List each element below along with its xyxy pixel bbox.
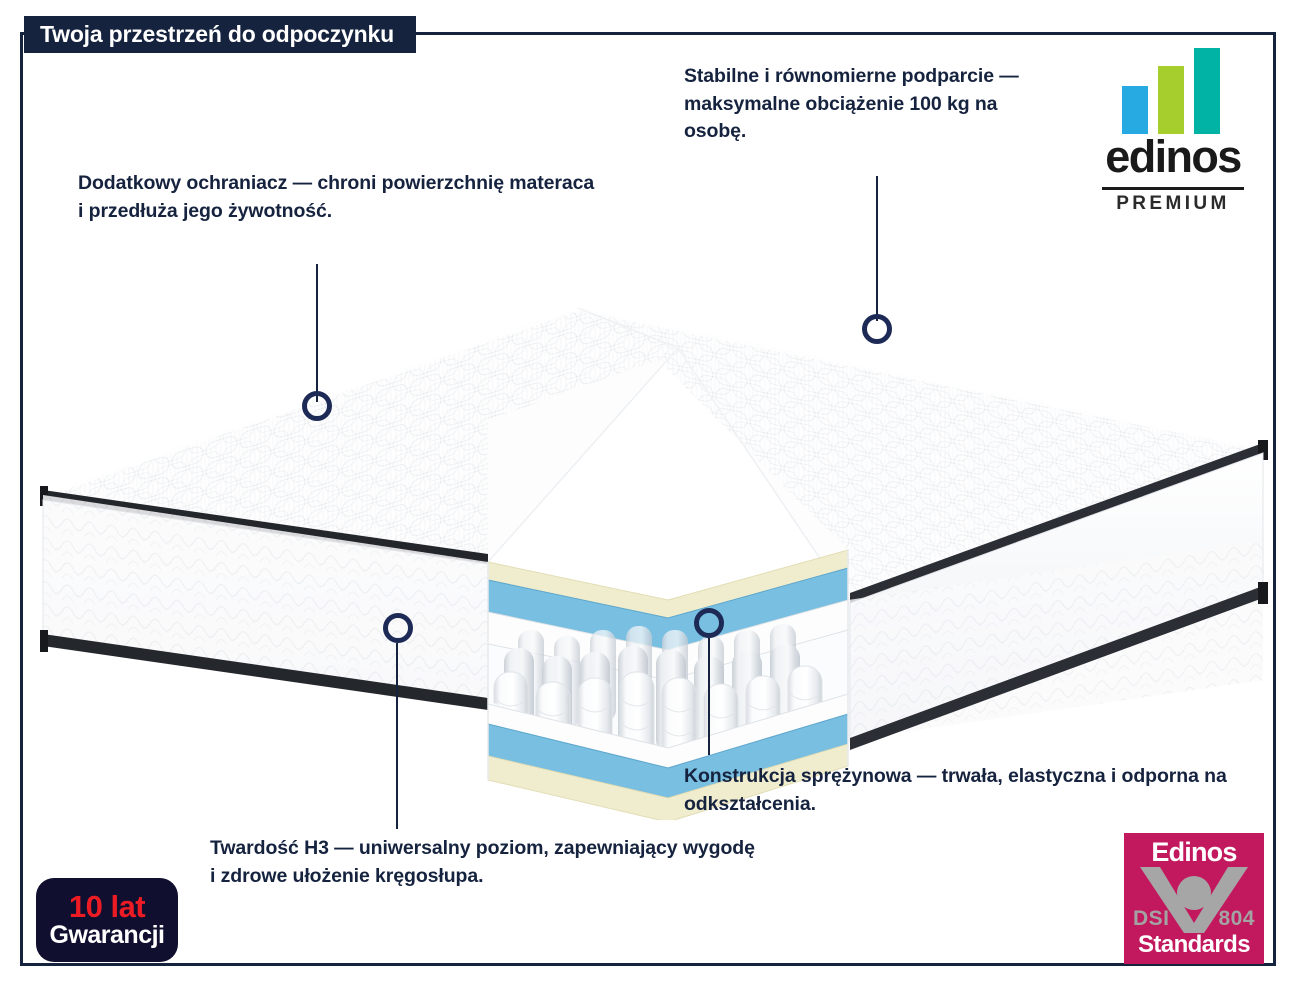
callout-marker-firmness[interactable] (383, 613, 413, 643)
dsi-checkmark-icon (1138, 867, 1250, 938)
callout-marker-protector[interactable] (302, 391, 332, 421)
logo-divider (1102, 187, 1244, 190)
callout-text-springs: Konstrukcja sprężynowa — trwała, elastyc… (684, 765, 1227, 815)
logo-bar-green-icon (1158, 66, 1184, 134)
warranty-years: 10 lat (68, 888, 146, 924)
logo-bar-teal-icon (1194, 48, 1220, 134)
logo-bar-blue-icon (1122, 86, 1148, 134)
callout-marker-support[interactable] (862, 314, 892, 344)
warranty-badge: 10 lat Gwarancji (36, 878, 178, 962)
callout-text-support: Stabilne i równomierne podparcie — maksy… (684, 65, 1019, 143)
dsi-code-left: DSI (1133, 907, 1170, 930)
callout-leader-firmness (396, 643, 398, 829)
logo-bars-icon (1120, 48, 1224, 134)
logo-subtitle: PREMIUM (1116, 193, 1230, 214)
mattress-side-left (40, 495, 489, 710)
mattress-illustration (18, 300, 1282, 820)
callout-marker-springs[interactable] (694, 608, 724, 638)
dsi-code-right: 804 (1218, 907, 1255, 930)
callout-text-firmness: Twardość H3 — uniwersalny poziom, zapewn… (210, 837, 755, 887)
edinos-premium-logo: edinos PREMIUM (1088, 48, 1258, 223)
callout-text-protector: Dodatkowy ochraniacz — chroni powierzchn… (78, 172, 595, 222)
page-title: Twoja przestrzeń do odpoczynku (40, 21, 394, 47)
dsi-label: Standards (1138, 931, 1251, 958)
dsi-brand: Edinos (1151, 837, 1237, 867)
callout-leader-springs (708, 637, 710, 755)
callout-leader-protector (316, 264, 318, 402)
warranty-label: Gwarancji (49, 921, 166, 950)
page-title-banner: Twoja przestrzeń do odpoczynku (24, 16, 416, 53)
callout-leader-support (876, 176, 878, 321)
mattress-cross-section (487, 549, 849, 820)
dsi-standards-badge: Edinos DSI 804 Standards (1124, 833, 1264, 964)
logo-wordmark: edinos (1105, 131, 1242, 182)
